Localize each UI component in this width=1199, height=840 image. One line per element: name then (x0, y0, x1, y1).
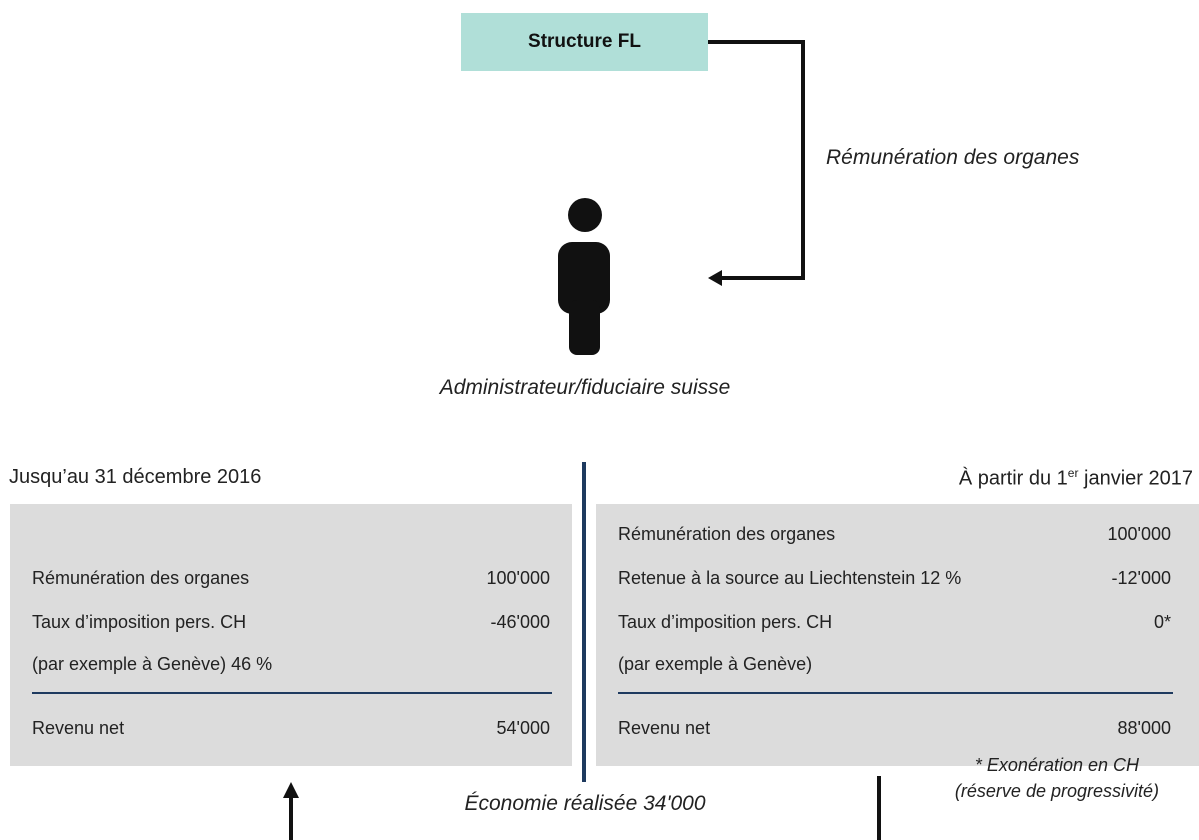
left-row-label: (par exemple à Genève) 46 % (32, 654, 273, 674)
left-calculation-panel: Rémunération des organes 100'000 Taux d’… (10, 504, 572, 766)
exemption-note: * Exonération en CH (réserve de progress… (955, 752, 1159, 804)
person-caption: Administrateur/fiduciaire suisse (439, 376, 731, 399)
right-period-heading: À partir du 1er janvier 2017 (958, 466, 1193, 490)
right-row-value: 0* (1153, 612, 1171, 632)
left-row-value: 100'000 (486, 568, 550, 588)
right-row-label: Taux d’imposition pers. CH (618, 612, 833, 632)
right-row-label: (par exemple à Genève) (618, 654, 813, 674)
left-total-label: Revenu net (32, 718, 125, 738)
structure-fl-box: Structure FL (461, 13, 708, 71)
right-row-value: -12'000 (1111, 568, 1171, 588)
right-row-label: Rémunération des organes (618, 524, 836, 544)
center-divider (582, 462, 586, 782)
right-calculation-panel: Rémunération des organes 100'000 Retenue… (596, 504, 1199, 766)
remuneration-connector (708, 40, 805, 280)
structure-fl-label: Structure FL (528, 31, 641, 52)
saving-label: Économie réalisée 34'000 (464, 792, 706, 815)
right-total-rule (618, 692, 1173, 694)
left-row-label: Taux d’imposition pers. CH (32, 612, 247, 632)
right-row-label: Retenue à la source au Liechtenstein 12 … (618, 568, 962, 588)
saving-arrowhead (283, 782, 299, 798)
right-row-value: 100'000 (1107, 524, 1171, 544)
left-row-value: -46'000 (490, 612, 550, 632)
person-icon (558, 198, 610, 355)
right-total-value: 88'000 (1117, 718, 1172, 738)
remuneration-label: Rémunération des organes (826, 146, 1080, 169)
left-total-rule (32, 692, 552, 694)
left-total-value: 54'000 (496, 718, 551, 738)
right-total-label: Revenu net (618, 718, 711, 738)
note-line: (réserve de progressivité) (954, 781, 1159, 801)
left-period-heading: Jusqu’au 31 décembre 2016 (9, 466, 262, 488)
arrowhead-to-person (708, 270, 722, 286)
note-line: * Exonération en CH (974, 755, 1139, 775)
left-row-label: Rémunération des organes (32, 568, 250, 588)
